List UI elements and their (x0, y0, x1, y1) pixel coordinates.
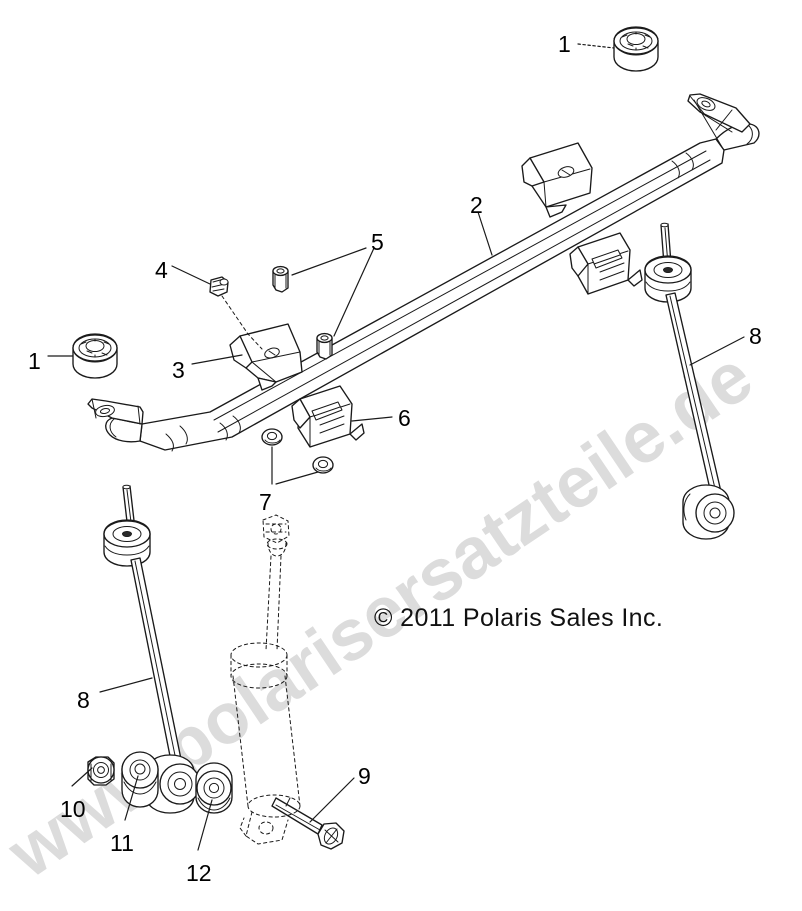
bushing-left (72, 333, 118, 379)
callout-8-left: 8 (77, 687, 90, 713)
callout-8-right: 8 (749, 323, 762, 349)
stabilizer-link-right (644, 222, 735, 540)
stabilizer-link-left (103, 484, 201, 814)
bushing-top (613, 26, 659, 72)
shock-absorber-reference (230, 514, 301, 845)
callout-5: 5 (371, 229, 384, 255)
washer-upper-7 (261, 428, 283, 446)
callout-11: 11 (110, 830, 134, 856)
callout-2: 2 (470, 192, 483, 218)
clamp-block-6 (291, 385, 365, 448)
callout-1-left: 1 (28, 348, 41, 374)
leader-lines (47, 43, 745, 851)
washer-lower-7 (312, 456, 334, 474)
callout-1-top: 1 (558, 31, 571, 57)
callout-7: 7 (259, 489, 272, 515)
clamp-block-mid (569, 232, 643, 295)
nut-lower (316, 332, 333, 360)
callout-9: 9 (358, 763, 371, 789)
washer-spacer-11 (121, 751, 159, 808)
callout-3: 3 (172, 357, 185, 383)
callout-12: 12 (186, 860, 212, 886)
nut-upper (272, 265, 289, 293)
bushing-sleeve-12 (195, 762, 233, 814)
callout-10: 10 (60, 796, 86, 822)
callout-4: 4 (155, 257, 168, 283)
bracket-stabilizer (229, 323, 303, 391)
clip-fastener (209, 276, 263, 350)
copyright-notice: © 2011 Polaris Sales Inc. (374, 604, 664, 632)
nut-lock-10 (87, 756, 115, 786)
bolt-hex-flange-9 (271, 797, 345, 850)
clamp-block-upper (521, 142, 593, 218)
callout-6: 6 (398, 405, 411, 431)
